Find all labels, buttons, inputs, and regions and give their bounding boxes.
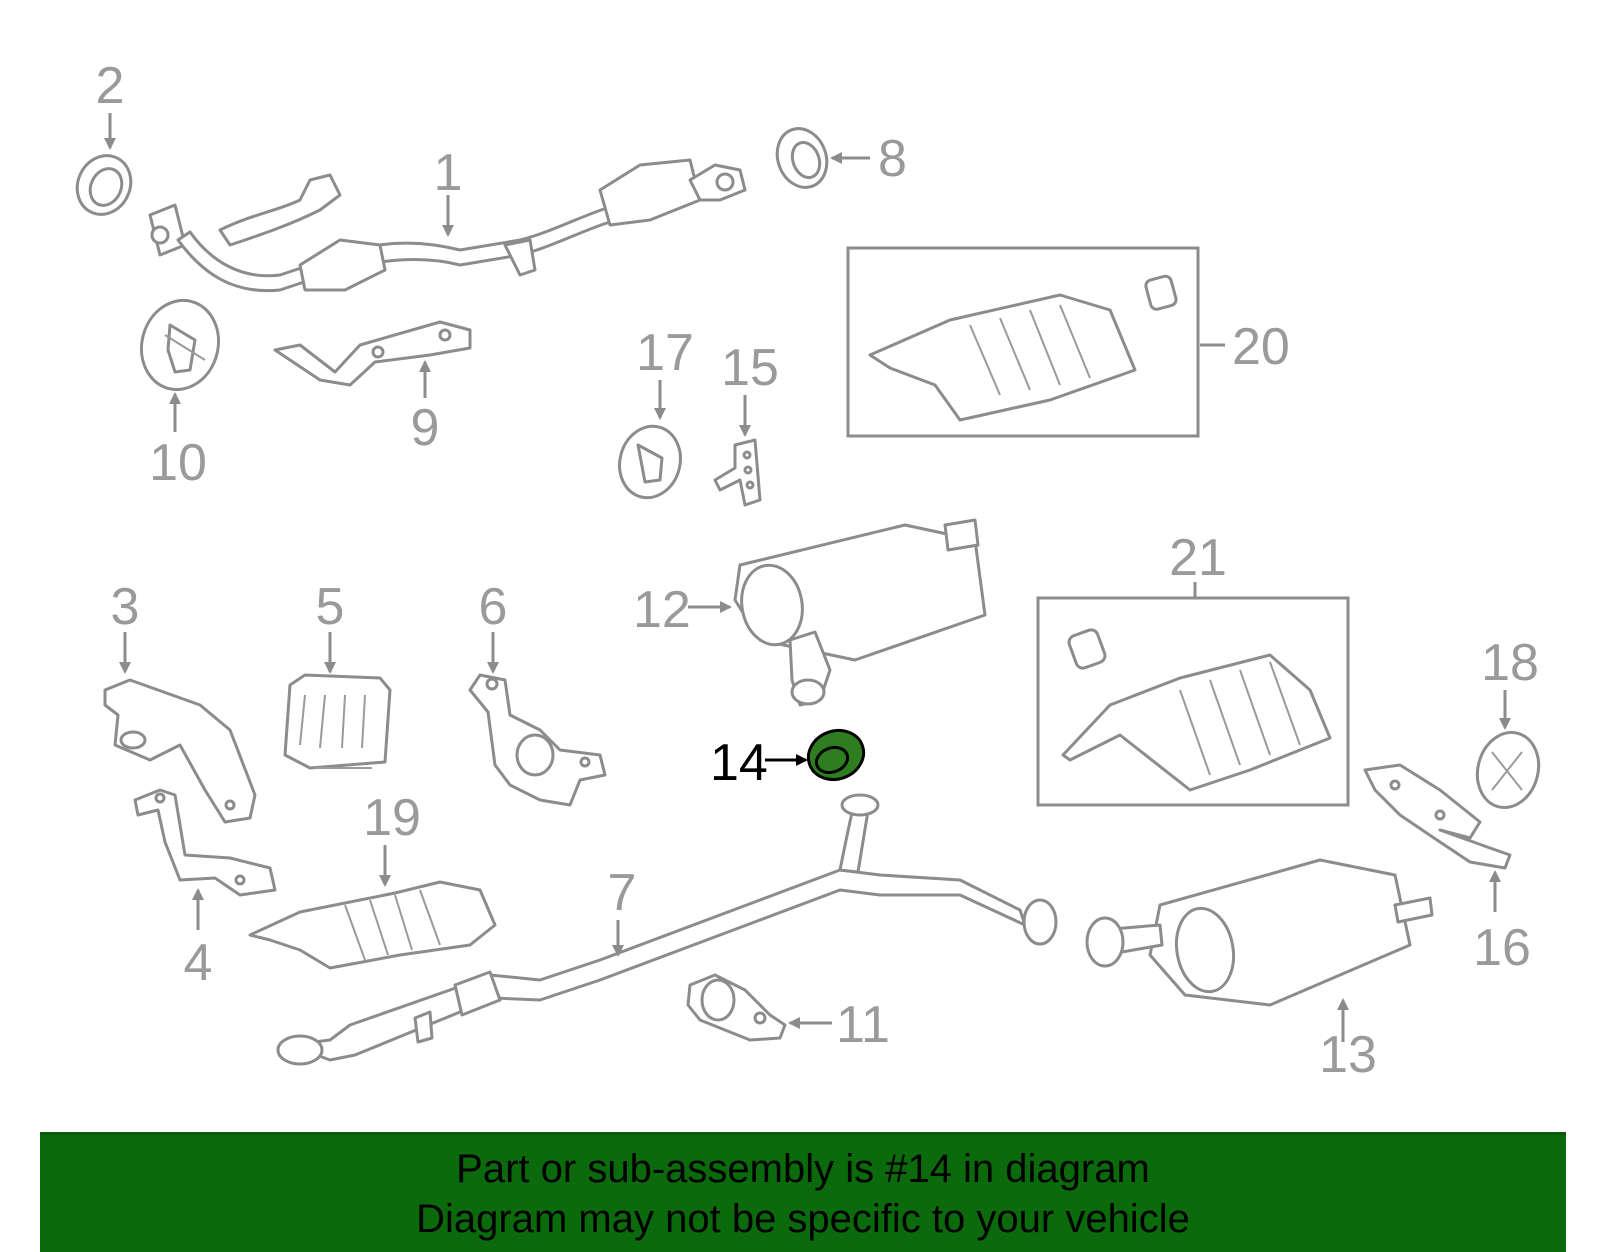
- callout-18[interactable]: 18: [1481, 634, 1539, 692]
- callout-9[interactable]: 9: [411, 399, 440, 457]
- callout-21[interactable]: 21: [1169, 529, 1227, 587]
- part-13-rear-muffler[interactable]: [1085, 858, 1434, 1007]
- part-16-bracket[interactable]: [1363, 763, 1512, 870]
- part-21-box: [1036, 596, 1350, 807]
- info-banner: Part or sub-assembly is #14 in diagram D…: [40, 1132, 1566, 1252]
- part-17-hanger[interactable]: [612, 419, 689, 504]
- banner-disclaimer: Diagram may not be specific to your vehi…: [416, 1197, 1190, 1241]
- callout-20[interactable]: 20: [1232, 318, 1290, 376]
- callout-7[interactable]: 7: [608, 864, 637, 922]
- part-18-hanger[interactable]: [1469, 726, 1547, 815]
- part-7-center-pipe[interactable]: [276, 793, 1058, 1066]
- callout-5[interactable]: 5: [316, 578, 345, 636]
- callout-19[interactable]: 19: [363, 789, 421, 847]
- part-6-bracket[interactable]: [468, 673, 607, 807]
- part-20-box: [846, 246, 1200, 438]
- part-21-heat-shield[interactable]: [1061, 628, 1332, 792]
- part-12-muffler[interactable]: [733, 518, 987, 707]
- part-11-hanger[interactable]: [686, 973, 787, 1042]
- part-14-gasket-highlighted[interactable]: [801, 723, 870, 787]
- callout-17[interactable]: 17: [636, 324, 694, 382]
- part-4-bracket[interactable]: [133, 788, 277, 897]
- callout-11[interactable]: 11: [836, 996, 890, 1054]
- part-19-heat-shield[interactable]: [248, 880, 497, 970]
- callout-15[interactable]: 15: [721, 339, 779, 397]
- callout-13[interactable]: 13: [1319, 1026, 1377, 1084]
- exhaust-parts-diagram: 2 1 8 10 9 17: [68, 57, 1547, 1084]
- part-20-heat-shield[interactable]: [868, 274, 1178, 422]
- part-3-bracket[interactable]: [103, 678, 257, 824]
- part-15-hanger-rubber[interactable]: [713, 438, 762, 507]
- callout-6[interactable]: 6: [479, 578, 508, 636]
- part-1-front-exhaust-pipe[interactable]: [148, 158, 747, 293]
- callout-8[interactable]: 8: [878, 130, 907, 188]
- banner-part-message: Part or sub-assembly is #14 in diagram: [456, 1147, 1150, 1191]
- part-5-insulator[interactable]: [283, 673, 392, 770]
- callout-10[interactable]: 10: [149, 434, 207, 492]
- part-10-hanger[interactable]: [132, 292, 229, 399]
- callout-2[interactable]: 2: [96, 57, 125, 115]
- callout-3[interactable]: 3: [111, 578, 140, 636]
- callout-12[interactable]: 12: [633, 581, 691, 639]
- callout-14[interactable]: 14: [710, 734, 768, 792]
- callout-16[interactable]: 16: [1473, 919, 1531, 977]
- callout-4[interactable]: 4: [184, 934, 213, 992]
- part-9-bracket[interactable]: [273, 320, 472, 387]
- part-8-gasket[interactable]: [769, 122, 835, 195]
- callout-1[interactable]: 1: [434, 144, 463, 202]
- part-2-gasket[interactable]: [68, 147, 140, 223]
